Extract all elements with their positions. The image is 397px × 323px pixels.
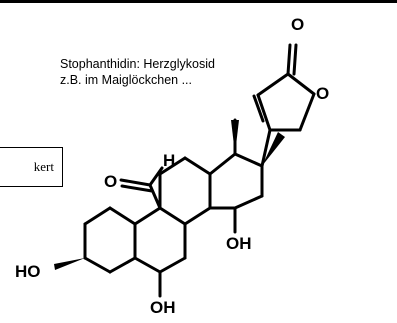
atom-o-lactone-ring: O	[316, 84, 329, 103]
atom-oh-c5: OH	[150, 298, 176, 317]
caption-line-2: z.B. im Maiglöckchen ...	[60, 73, 192, 87]
atom-oh-c14: OH	[226, 234, 252, 253]
top-border-line	[0, 0, 397, 3]
cropped-label-box: kert	[0, 147, 63, 187]
atom-o-aldehyde: O	[104, 172, 117, 191]
bond-lines	[83, 43, 316, 298]
caption-line-1: Stophanthidin: Herzglykosid	[60, 57, 215, 71]
wedge-bond-methyl	[231, 120, 239, 154]
wedge-bond-c17	[262, 132, 285, 166]
atom-o-lactone-carbonyl: O	[291, 15, 304, 34]
atom-h-aldehyde: H	[163, 151, 175, 170]
compound-caption: Stophanthidin: Herzglykosid z.B. im Maig…	[60, 56, 215, 88]
wedge-bond-c3	[54, 258, 85, 270]
cropped-label-text: kert	[33, 159, 54, 174]
atom-ho-c3: HO	[15, 262, 41, 281]
